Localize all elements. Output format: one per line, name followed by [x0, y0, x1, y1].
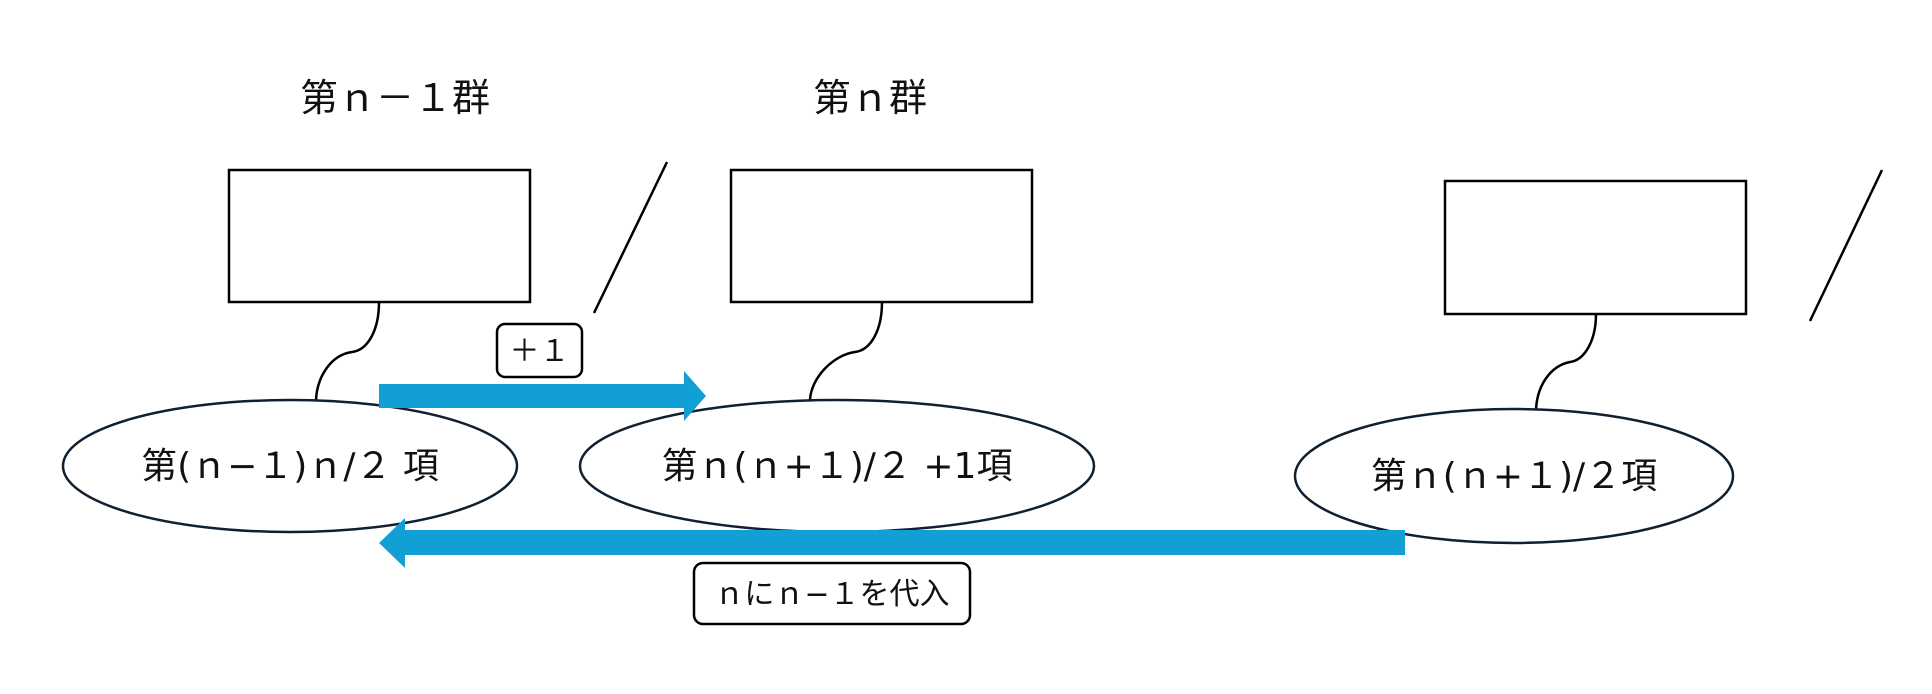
- ellipse-prev-term: [61, 398, 519, 534]
- connector-curr: [808, 301, 884, 401]
- separator-slash-2: [1808, 169, 1884, 322]
- tag-plus-one-box: [495, 322, 584, 379]
- arrow-substitute: [379, 518, 1405, 568]
- group-label-prev: 第ｎ－１群: [300, 76, 490, 120]
- separator-slash-1: [592, 161, 669, 314]
- group-box-prev: [227, 168, 532, 304]
- tag-substitute-box: [692, 561, 972, 626]
- ellipse-general-term: [1293, 407, 1735, 545]
- ellipse-label-curr-first-term: 第ｎ(ｎ+１)/２ +1項: [662, 446, 1013, 487]
- ellipse-label-prev-term: 第(ｎ−１)ｎ/２ 項: [141, 446, 439, 487]
- tag-substitute-label: ｎにｎ−１を代入: [714, 577, 949, 612]
- arrow-plus-one: [379, 371, 706, 421]
- connector-prev: [314, 301, 381, 401]
- connector-general: [1534, 313, 1598, 411]
- ellipse-label-general-term: 第ｎ(ｎ+１)/２項: [1371, 456, 1657, 497]
- group-box-curr: [729, 168, 1034, 304]
- group-box-general: [1443, 179, 1748, 316]
- tag-plus-one-label: ＋１: [510, 334, 570, 369]
- group-label-curr: 第ｎ群: [813, 76, 927, 120]
